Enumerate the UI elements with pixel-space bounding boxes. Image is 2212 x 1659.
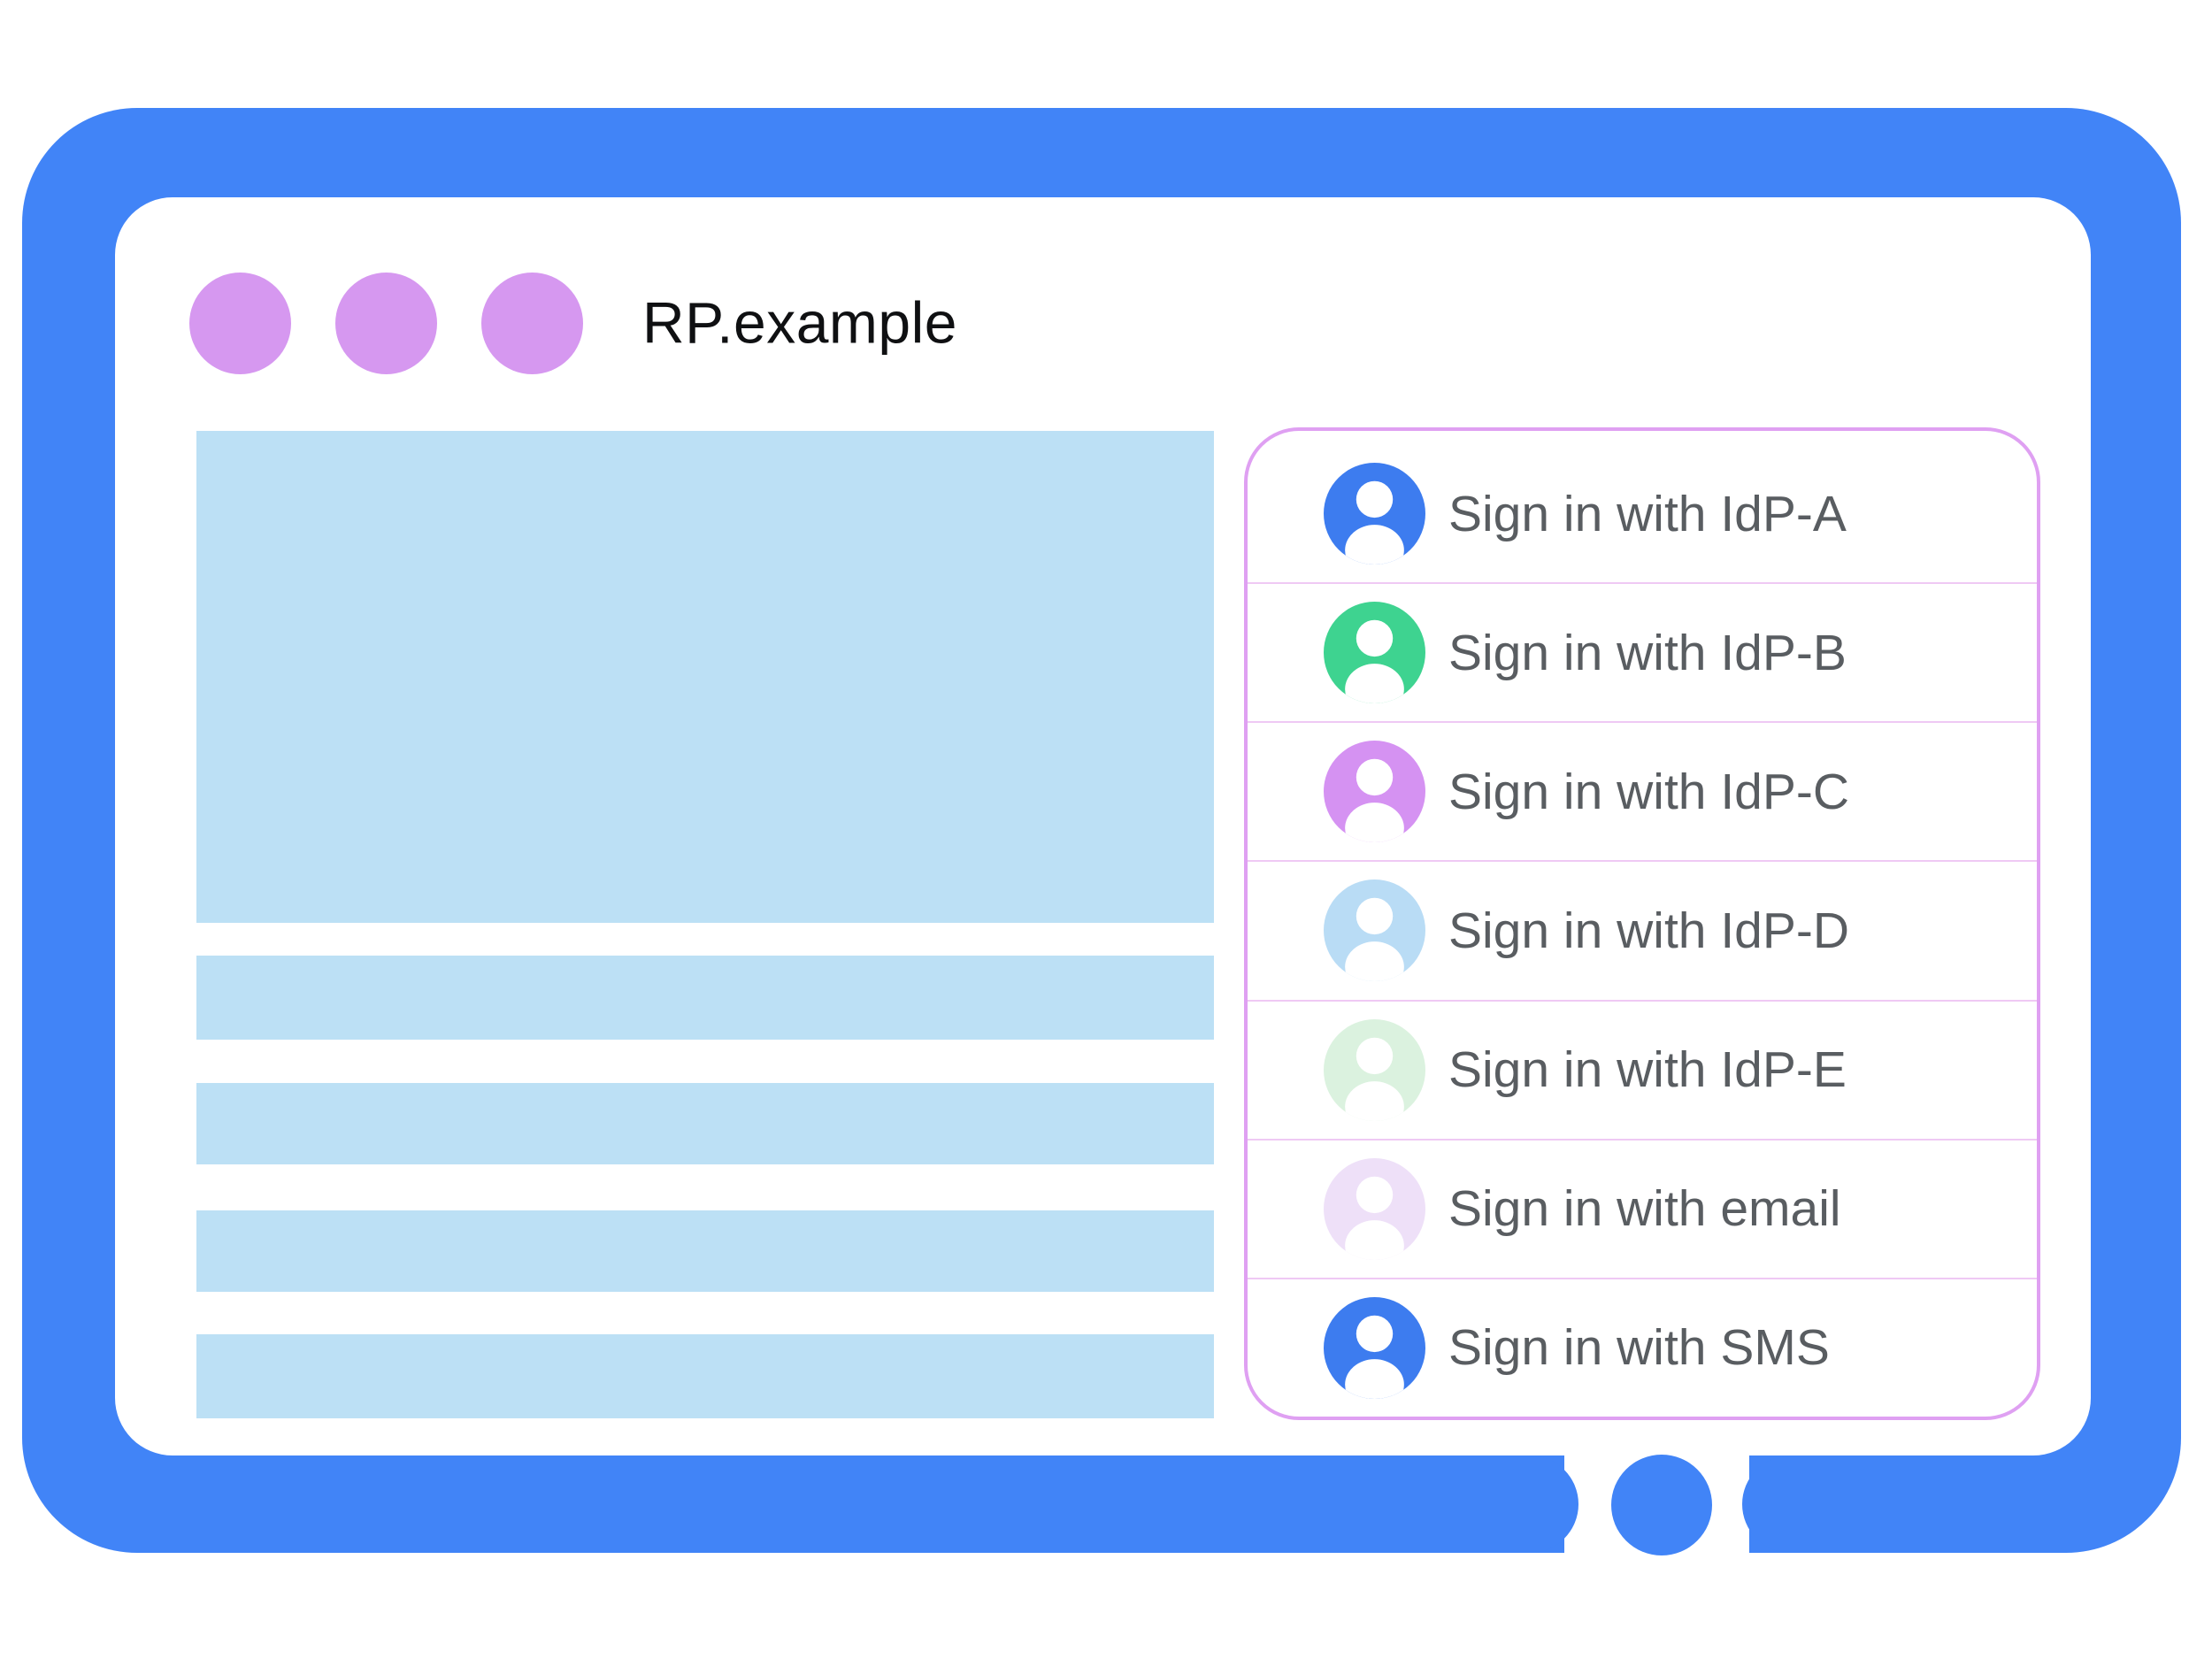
person-icon (1324, 602, 1425, 704)
home-button-circle (1611, 1455, 1712, 1555)
signin-option-email[interactable]: Sign in with email (1248, 1138, 2037, 1278)
signin-option-label: Sign in with email (1448, 1180, 1841, 1238)
signin-option-label: Sign in with IdP-A (1448, 485, 1847, 542)
signin-option-idp-d[interactable]: Sign in with IdP-D (1248, 860, 2037, 999)
content-placeholder-line (196, 956, 1214, 1040)
signin-chooser-panel: Sign in with IdP-A Sign in with IdP-B Si… (1244, 427, 2040, 1420)
window-control-dot (481, 273, 583, 374)
person-icon (1324, 1018, 1425, 1121)
person-icon (1324, 463, 1425, 565)
signin-option-idp-a[interactable]: Sign in with IdP-A (1248, 445, 2037, 582)
signin-option-idp-b[interactable]: Sign in with IdP-B (1248, 582, 2037, 721)
signin-option-label: Sign in with IdP-D (1448, 902, 1850, 959)
person-icon (1324, 1157, 1425, 1260)
signin-option-idp-c[interactable]: Sign in with IdP-C (1248, 721, 2037, 860)
frame-bottom-bar-end (1432, 1455, 1578, 1553)
signin-option-label: Sign in with IdP-C (1448, 763, 1850, 820)
content-placeholder-hero (196, 431, 1214, 923)
person-icon (1324, 741, 1425, 843)
signin-option-sms[interactable]: Sign in with SMS (1248, 1277, 2037, 1417)
person-icon (1324, 1296, 1425, 1399)
browser-window: RP.example Sign in with IdP-A Sign in wi… (115, 197, 2091, 1455)
frame-bottom-bar-start (1742, 1455, 1897, 1553)
signin-option-label: Sign in with SMS (1448, 1319, 1830, 1377)
content-placeholder-line (196, 1210, 1214, 1292)
window-control-dot (189, 273, 291, 374)
window-control-dot (335, 273, 437, 374)
site-title: RP.example (642, 289, 957, 356)
signin-option-label: Sign in with IdP-E (1448, 1041, 1847, 1099)
signin-option-label: Sign in with IdP-B (1448, 624, 1847, 681)
signin-option-idp-e[interactable]: Sign in with IdP-E (1248, 999, 2037, 1139)
content-placeholder-line (196, 1334, 1214, 1418)
content-placeholder-line (196, 1083, 1214, 1164)
person-icon (1324, 879, 1425, 982)
